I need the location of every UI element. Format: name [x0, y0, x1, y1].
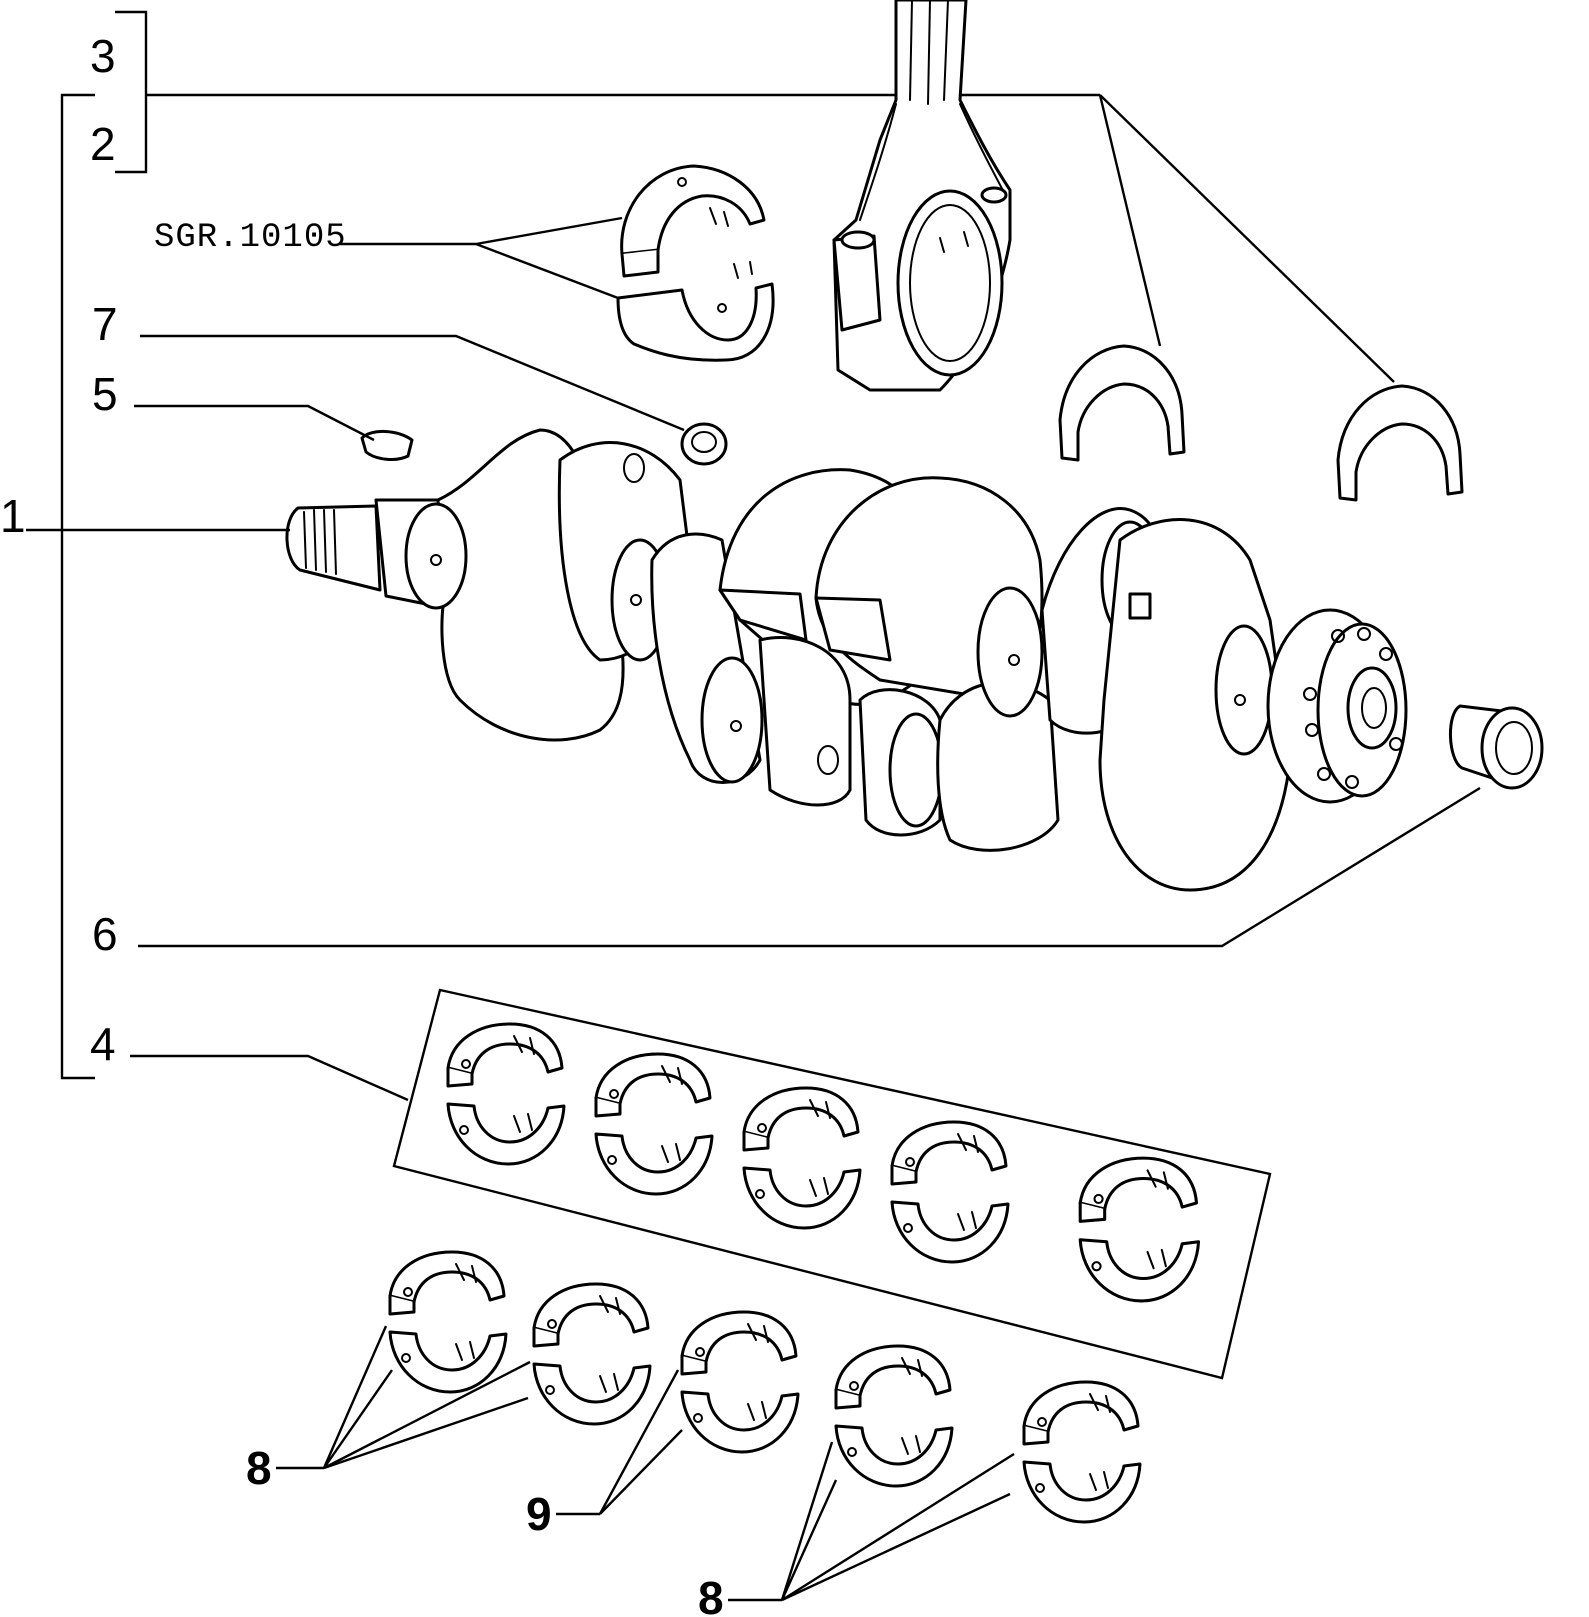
callout-4: 4: [90, 1018, 116, 1070]
kit-shell-pair-5: [1078, 1156, 1201, 1303]
callout-labels: 3 2 SGR.10105 7 5 1 6 4 8 9 8: [0, 30, 724, 1617]
thrust-washer-1: [1058, 344, 1186, 462]
kit-shell-pair-3: [742, 1086, 862, 1230]
loose-shell-pair-1: [388, 1250, 508, 1394]
callout-6: 6: [92, 908, 118, 960]
kit-shell-pair-1: [446, 1022, 566, 1166]
conrod-bearing-shells: [616, 164, 775, 362]
callout-8-left: 8: [246, 1442, 272, 1494]
pilot-bushing: [1448, 704, 1544, 790]
kit-shell-pair-2: [594, 1052, 714, 1196]
loose-shell-pair-5: [1022, 1380, 1142, 1524]
reference-code: SGR.10105: [154, 219, 347, 257]
callout-3: 3: [90, 30, 116, 82]
kit-shell-pair-4: [890, 1120, 1010, 1264]
woodruff-key: [360, 430, 414, 461]
thrust-washer-2: [1336, 384, 1464, 502]
loose-shell-pair-2: [532, 1282, 652, 1426]
callout-8-right: 8: [698, 1572, 724, 1617]
connecting-rod: [832, 0, 1012, 392]
callout-9: 9: [526, 1488, 552, 1540]
callout-2: 2: [90, 118, 116, 170]
loose-shell-pair-4: [834, 1344, 954, 1488]
callout-5: 5: [92, 368, 118, 420]
crankshaft: [285, 428, 1408, 892]
main-bearing-kit-box: [392, 988, 1272, 1380]
plug-7: [680, 422, 728, 466]
loose-shell-pair-3: [680, 1310, 800, 1454]
callout-1: 1: [0, 490, 26, 542]
callout-7: 7: [92, 298, 118, 350]
leader-lines: [26, 216, 1481, 1602]
bracket-2-3: [60, 10, 1395, 1080]
